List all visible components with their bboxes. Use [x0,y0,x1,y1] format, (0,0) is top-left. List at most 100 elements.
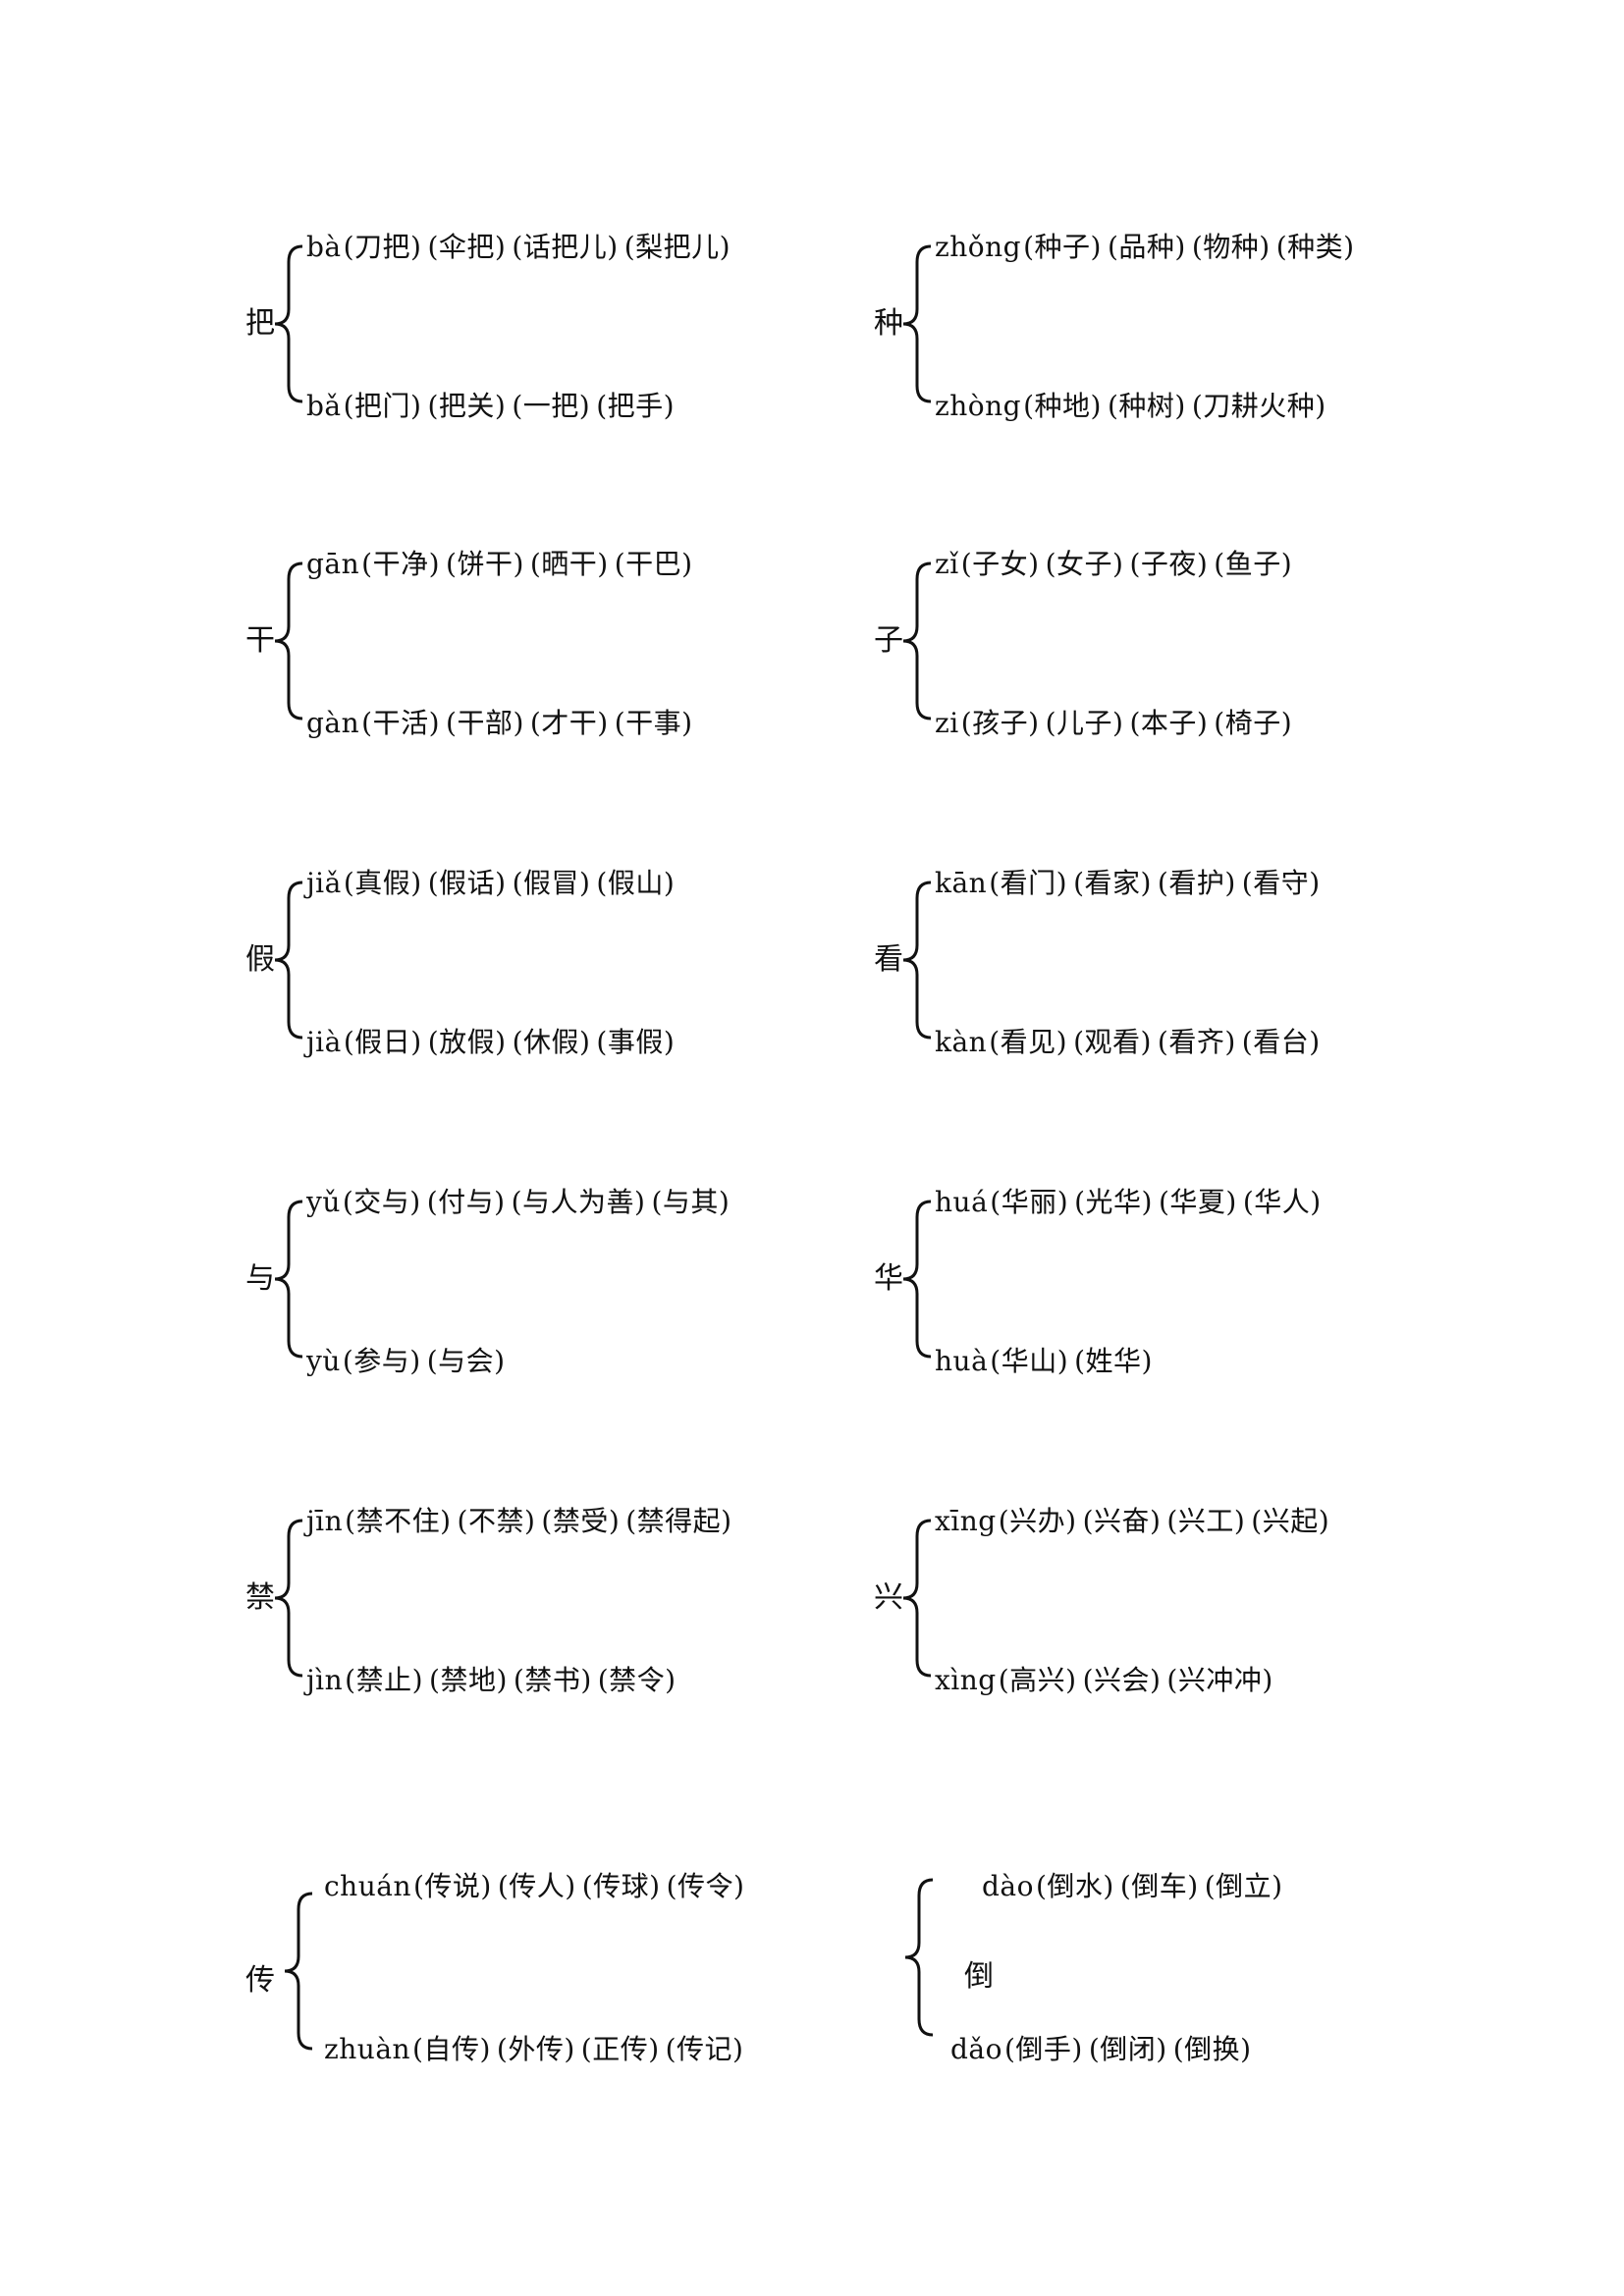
example-word: (禁书) [513,1664,592,1696]
reading-line-second: kàn(看见)(观看)(看齐)(看台) [935,1026,1326,1059]
reading-line-first: xīng(兴办)(兴奋)(兴工)(兴起) [935,1505,1335,1538]
example-word: (把手) [596,390,676,422]
curly-brace-icon [899,877,939,1043]
example-word: (看台) [1241,1026,1321,1058]
pinyin: bǎ [306,390,342,422]
reading-line-second: huà(华山)(姓华) [935,1345,1159,1378]
example-word: (姓华) [1074,1345,1153,1377]
example-word: (华丽) [990,1186,1069,1218]
pinyin: zhòng [935,390,1022,422]
reading-line-first: huá(华丽)(光华)(华夏)(华人) [935,1186,1327,1219]
example-word: (假山) [596,867,676,899]
pinyin: chuán [324,1870,411,1902]
example-word: (外传) [496,2033,575,2065]
polyphone-entry-8: 华 huá(华丽)(光华)(华夏)(华人) huà(华山)(姓华) [874,1186,1483,1392]
example-word: (不禁) [457,1505,536,1537]
example-word: (正传) [580,2033,660,2065]
reading-line-first: yǔ(交与)(付与)(与人为善)(与其) [306,1186,735,1219]
example-word: (干净) [361,548,441,580]
example-word: (椅子) [1214,707,1293,739]
reading-line-first: bà(刀把)(伞把)(话把儿)(梨把儿) [306,231,736,264]
polyphone-entry-6: 看 kān(看门)(看家)(看护)(看守) kàn(看见)(观看)(看齐)(看台… [874,867,1483,1073]
curly-brace-icon [899,1515,939,1682]
example-word: (放假) [427,1026,507,1058]
pinyin: xīng [935,1505,997,1537]
pinyin: yù [306,1345,341,1377]
polyphone-entry-5: 假 jiǎ(真假)(假话)(假冒)(假山) jià(假日)(放假)(休假)(事假… [245,867,854,1073]
example-word: (干活) [361,707,441,739]
curly-brace-icon [271,1196,310,1362]
pinyin: zhǒng [935,231,1022,263]
example-word: (假冒) [512,867,591,899]
pinyin: dǎo [950,2033,1002,2065]
example-word: (晒干) [529,548,609,580]
example-word: (才干) [529,707,609,739]
example-word: (兴工) [1166,1505,1246,1537]
head-character: 子 [874,623,903,658]
head-character: 与 [245,1261,275,1296]
polyphone-entry-11: 传 chuán(传说)(传人)(传球)(传令) zhuàn(自传)(外传)(正传… [245,1870,854,2066]
curly-brace-icon [281,1888,320,2055]
pinyin: huá [935,1186,989,1218]
pinyin: dào [982,1870,1034,1902]
example-word: (观看) [1073,1026,1152,1058]
head-character: 把 [245,306,275,341]
example-word: (倒手) [1003,2033,1083,2065]
example-word: (看守) [1241,867,1321,899]
reading-line-second: jià(假日)(放假)(休假)(事假) [306,1026,680,1059]
pinyin: jiǎ [306,867,342,899]
polyphone-entry-9: 禁 jīn(禁不住)(不禁)(禁受)(禁得起) jìn(禁止)(禁地)(禁书)(… [245,1505,854,1711]
example-word: (话把儿) [512,231,619,263]
curly-brace-icon [899,1196,939,1362]
reading-line-second: xìng(高兴)(兴会)(兴冲冲) [935,1664,1279,1697]
example-word: (休假) [512,1026,591,1058]
head-character: 假 [245,942,275,977]
curly-brace-icon [899,558,939,724]
example-word: (子夜) [1129,548,1209,580]
example-word: (交与) [342,1186,421,1218]
example-word: (看门) [989,867,1068,899]
example-word: (女子) [1045,548,1124,580]
example-word: (禁令) [597,1664,677,1696]
example-word: (一把) [512,390,591,422]
reading-line-first: gān(干净)(饼干)(晒干)(干巴) [306,548,699,581]
example-word: (传令) [666,1870,745,1902]
reading-line-second: dǎo(倒手)(倒闭)(倒换) [950,2033,1258,2066]
example-word: (付与) [426,1186,506,1218]
pinyin: huà [935,1345,989,1377]
example-word: (倒闭) [1088,2033,1167,2065]
polyphone-entry-7: 与 yǔ(交与)(付与)(与人为善)(与其) yù(参与)(与会) [245,1186,854,1392]
example-word: (真假) [343,867,422,899]
example-word: (种树) [1107,390,1186,422]
curly-brace-icon [271,1515,310,1682]
reading-line-first: jiǎ(真假)(假话)(假冒)(假山) [306,867,680,900]
pinyin: xìng [935,1664,997,1696]
reading-line-second: bǎ(把门)(把关)(一把)(把手) [306,390,680,423]
example-word: (饼干) [446,548,524,580]
curly-brace-icon [271,877,310,1043]
polyphone-entry-12: 倒 dào(倒水)(倒车)(倒立) dǎo(倒手)(倒闭)(倒换) [874,1870,1483,2066]
example-word: (倒立) [1204,1870,1283,1902]
example-word: (干巴) [614,548,693,580]
reading-line-second: zhuàn(自传)(外传)(正传)(传记) [324,2033,749,2066]
example-word: (孩子) [960,707,1040,739]
example-word: (鱼子) [1214,548,1293,580]
reading-line-second: zi(孩子)(儿子)(本子)(椅子) [935,707,1298,740]
example-word: (本子) [1129,707,1209,739]
example-word: (梨把儿) [623,231,731,263]
example-word: (看见) [989,1026,1068,1058]
example-word: (看齐) [1157,1026,1236,1058]
example-word: (兴冲冲) [1166,1664,1273,1696]
example-word: (参与) [342,1345,421,1377]
polyphone-entry-10: 兴 xīng(兴办)(兴奋)(兴工)(兴起) xìng(高兴)(兴会)(兴冲冲) [874,1505,1483,1711]
example-word: (兴会) [1082,1664,1162,1696]
example-word: (倒车) [1119,1870,1199,1902]
example-word: (兴办) [998,1505,1077,1537]
example-word: (伞把) [427,231,507,263]
reading-line-first: kān(看门)(看家)(看护)(看守) [935,867,1326,900]
example-word: (自传) [412,2033,491,2065]
example-word: (儿子) [1045,707,1124,739]
example-word: (高兴) [998,1664,1077,1696]
reading-line-first: zǐ(子女)(女子)(子夜)(鱼子) [935,548,1298,581]
reading-line-first: chuán(传说)(传人)(传球)(传令) [324,1870,750,1903]
